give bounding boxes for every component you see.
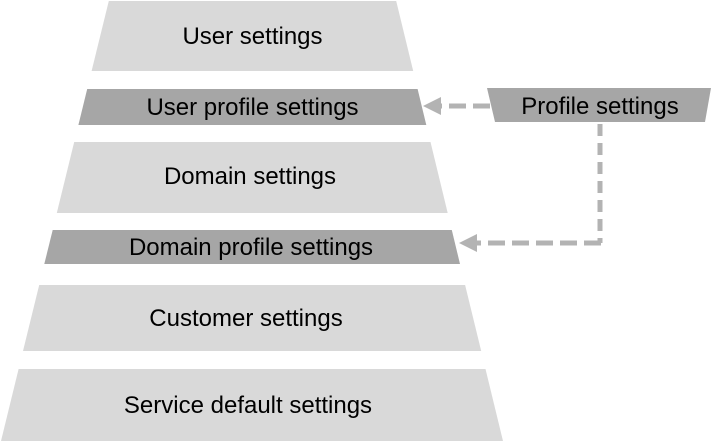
profile-settings-box: Profile settings [487,88,711,122]
profile-settings-box-label: Profile settings [521,93,678,120]
layer-user-settings-shape [91,1,414,71]
layer-service-default-settings-label: Service default settings [124,392,372,419]
layer-domain-profile-settings: Domain profile settings [44,230,461,264]
layer-user-settings-label: User settings [182,23,322,50]
layer-domain-profile-settings-shape [44,230,461,264]
layer-user-settings: User settings [91,1,414,71]
layer-domain-settings: Domain settings [56,142,448,213]
layer-service-default-settings: Service default settings [1,369,503,441]
layer-user-profile-settings: User profile settings [78,89,427,125]
profile-settings-box-shape [487,88,711,122]
layer-user-profile-settings-shape [78,89,427,125]
arrow-profile-to-domain-profile [459,124,603,252]
layer-domain-profile-settings-label: Domain profile settings [129,234,373,261]
layer-customer-settings-shape [23,285,482,351]
layer-service-default-settings-shape [1,369,503,441]
layer-customer-settings-label: Customer settings [149,305,342,332]
arrowhead-left-icon [459,234,477,252]
arrow-profile-to-user-profile [423,97,490,115]
layer-user-profile-settings-label: User profile settings [146,94,358,121]
arrowhead-left-icon [423,97,441,115]
layer-customer-settings: Customer settings [23,285,482,351]
layer-domain-settings-label: Domain settings [164,163,336,190]
layer-domain-settings-shape [56,142,448,213]
